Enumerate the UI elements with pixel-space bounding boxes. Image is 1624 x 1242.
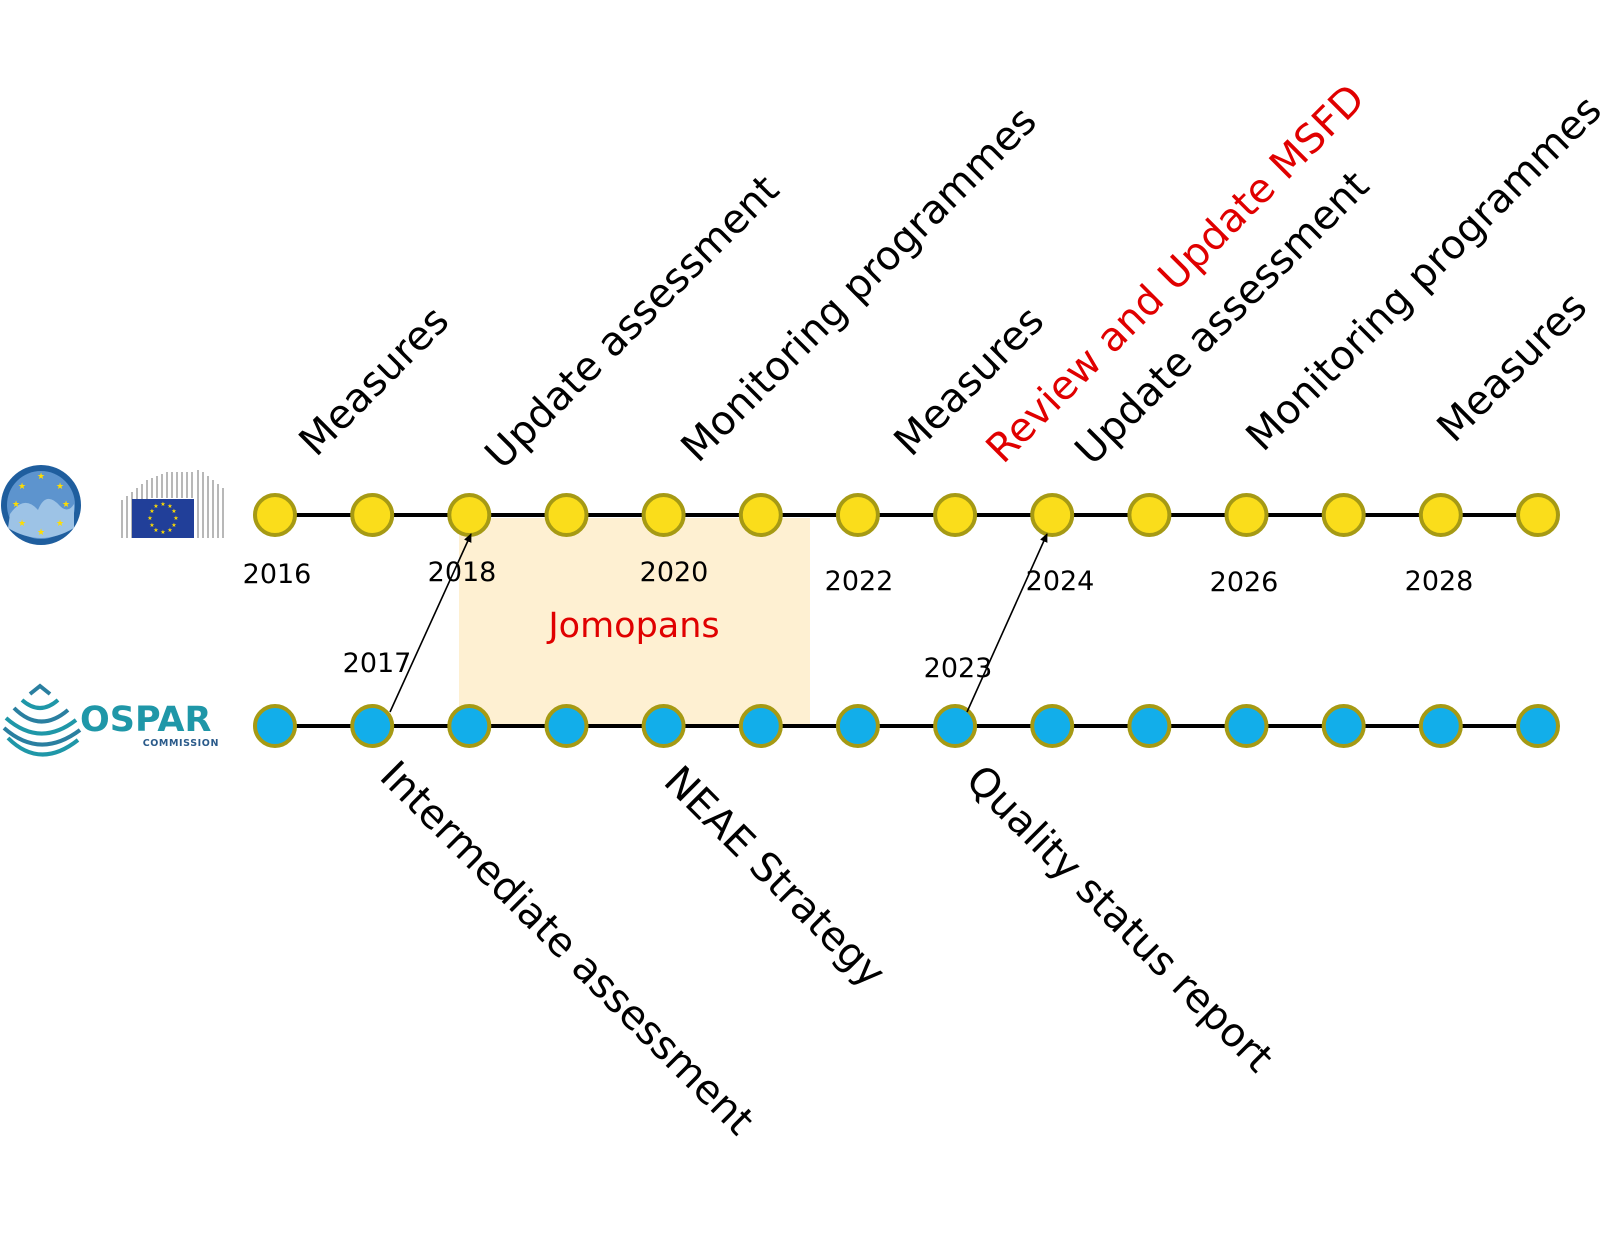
bottom-labels: Intermediate assessment NEAE Strategy Qu…: [371, 753, 1282, 1145]
msfd-circle-logo-icon: ★ ★ ★ ★ ★ ★ ★ ★: [1, 465, 81, 545]
eu-timeline-node-7: [835, 493, 880, 537]
svg-text:★: ★: [173, 515, 178, 522]
ospar-timeline-node-10: [1127, 704, 1172, 748]
eu-timeline-node-13: [1418, 493, 1463, 537]
ospar-timeline-node-14: [1516, 704, 1560, 748]
svg-text:★: ★: [147, 515, 152, 522]
top-labels: Measures Update assessment Monitoring pr…: [291, 76, 1611, 478]
european-commission-logo-icon: ★ ★ ★ ★ ★ ★ ★ ★ ★ ★ ★ ★: [121, 470, 224, 538]
svg-text:★: ★: [167, 503, 172, 510]
ospar-timeline-node-11: [1224, 704, 1269, 748]
jomopans-highlight-band: [459, 518, 810, 727]
svg-text:★: ★: [18, 482, 26, 492]
ospar-timeline-node-1: [253, 704, 297, 748]
eu-timeline-node-8: [933, 493, 978, 537]
year-label: 2017: [343, 648, 412, 679]
arrow-2017-to-2018: [389, 533, 472, 713]
ospar-timeline-node-5: [641, 704, 686, 748]
ospar-logo-subtitle: COMMISSION: [143, 738, 219, 749]
ospar-year-labels: 2017 2023: [343, 648, 993, 684]
ospar-timeline-node-9: [1030, 704, 1075, 748]
eu-timeline-node-5: [641, 493, 686, 537]
eu-timeline-node-3: [447, 493, 492, 537]
year-label: 2024: [1026, 566, 1095, 597]
year-label: 2022: [825, 566, 894, 597]
year-label: 2020: [640, 557, 709, 588]
bottom-label-quality-status-report: Quality status report: [957, 757, 1282, 1082]
ospar-timeline-node-12: [1321, 704, 1366, 748]
svg-text:★: ★: [171, 522, 176, 529]
svg-text:★: ★: [160, 529, 165, 536]
svg-text:★: ★: [12, 500, 20, 510]
ospar-timeline-nodes: [253, 704, 1560, 748]
eu-timeline-node-9: [1030, 493, 1075, 537]
svg-text:★: ★: [153, 527, 158, 534]
ospar-timeline-node-8: [933, 704, 978, 748]
svg-text:★: ★: [62, 500, 70, 510]
year-label: 2028: [1405, 566, 1474, 597]
svg-text:★: ★: [18, 519, 26, 529]
year-label: 2016: [243, 559, 312, 590]
eu-timeline-node-10: [1127, 493, 1172, 537]
jomopans-label: Jomopans: [546, 606, 719, 646]
svg-text:★: ★: [153, 503, 158, 510]
top-label-measures: Measures: [1429, 284, 1596, 451]
svg-text:★: ★: [149, 522, 154, 529]
ospar-timeline-node-2: [350, 704, 395, 748]
eu-timeline-node-14: [1516, 493, 1560, 537]
eu-timeline-node-4: [544, 493, 589, 537]
eu-timeline-node-11: [1224, 493, 1269, 537]
ospar-timeline-node-4: [544, 704, 589, 748]
svg-text:★: ★: [56, 519, 64, 529]
bottom-label-neae-strategy: NEAE Strategy: [655, 758, 894, 997]
svg-text:★: ★: [167, 527, 172, 534]
ospar-timeline-node-7: [835, 704, 880, 748]
eu-timeline-node-6: [738, 493, 783, 537]
year-label: 2023: [924, 653, 993, 684]
ospar-wave-icon: [2, 683, 82, 757]
svg-text:★: ★: [149, 508, 154, 515]
eu-year-labels: 2016 2018 2020 2022 2024 2026 2028: [243, 557, 1474, 598]
eu-timeline-nodes: [253, 493, 1560, 537]
eu-timeline-node-1: [253, 493, 297, 537]
top-label-monitoring-programmes: Monitoring programmes: [673, 98, 1046, 471]
svg-text:★: ★: [171, 508, 176, 515]
svg-text:★: ★: [160, 501, 165, 508]
year-label: 2026: [1210, 567, 1279, 598]
svg-text:★: ★: [37, 472, 45, 482]
ospar-logo: OSPAR COMMISSION: [2, 683, 219, 757]
svg-text:★: ★: [37, 528, 45, 538]
top-label-measures: Measures: [291, 298, 458, 465]
ospar-timeline-node-13: [1418, 704, 1463, 748]
year-label: 2018: [428, 557, 497, 588]
eu-timeline-node-12: [1321, 493, 1366, 537]
arrow-2023-to-2024: [966, 533, 1048, 713]
ospar-logo-name: OSPAR: [80, 700, 211, 740]
ospar-timeline-node-6: [738, 704, 783, 748]
eu-timeline-node-2: [350, 493, 395, 537]
svg-text:★: ★: [56, 482, 64, 492]
ospar-timeline-node-3: [447, 704, 492, 748]
